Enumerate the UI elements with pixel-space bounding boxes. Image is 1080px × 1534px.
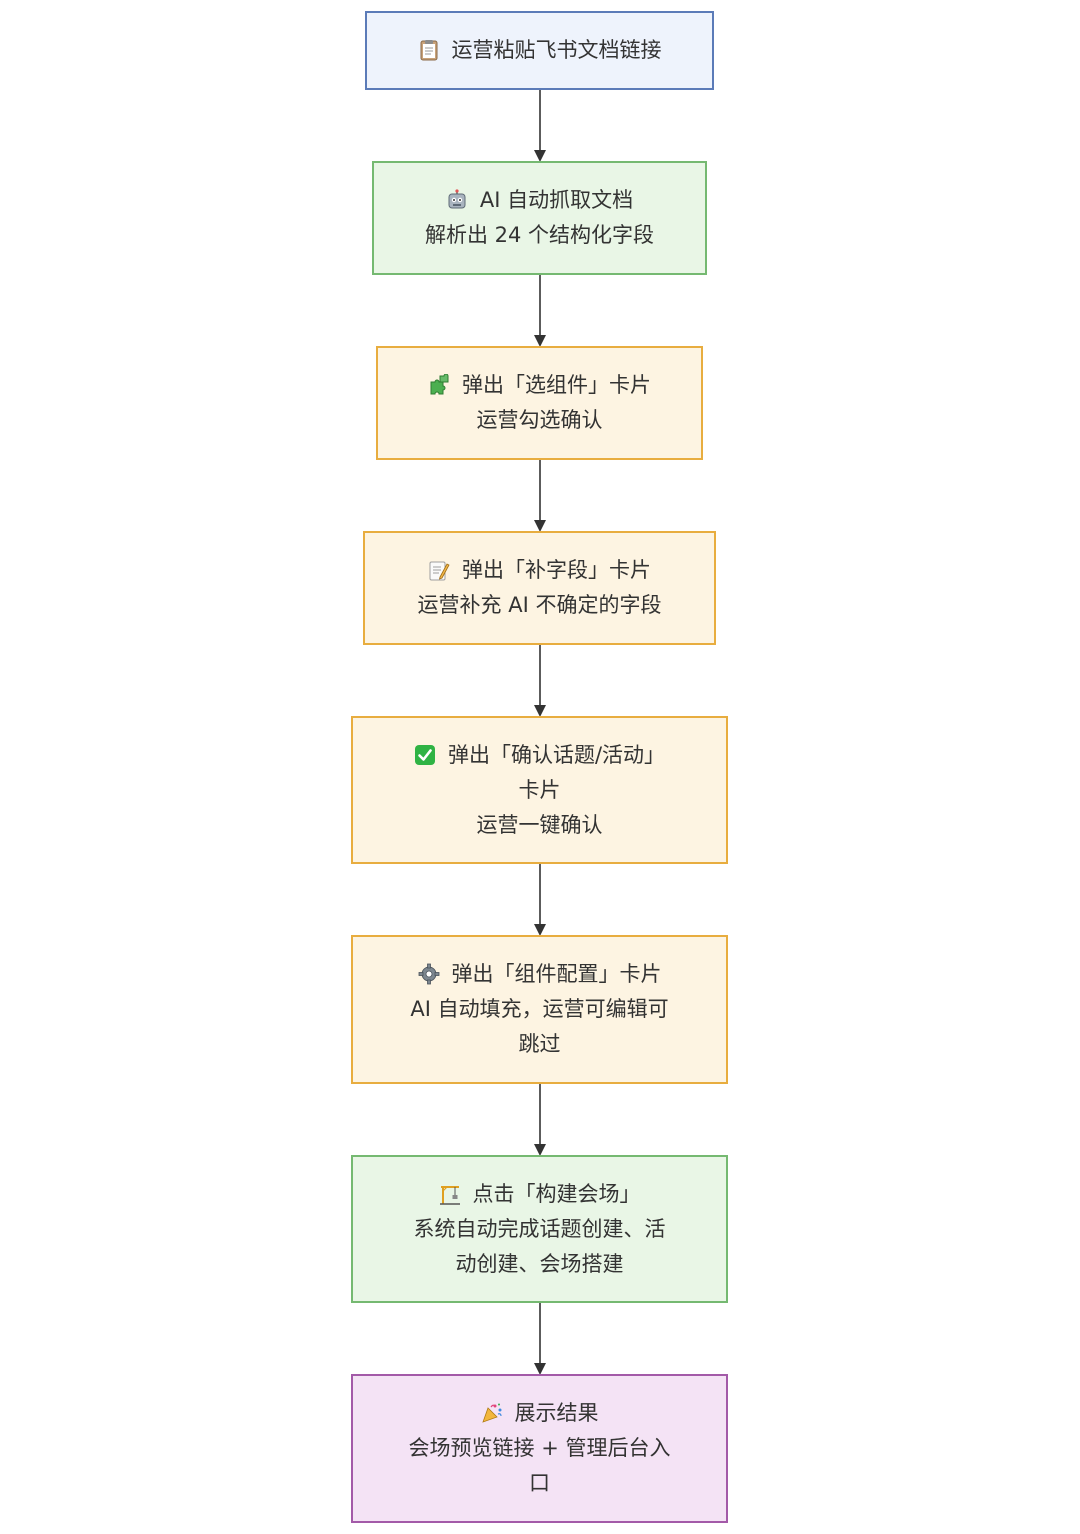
step-8-line-1: 展示结果 bbox=[481, 1396, 599, 1431]
step-3-line-1: 弹出「选组件」卡片 bbox=[428, 368, 651, 403]
gear-icon bbox=[418, 963, 439, 985]
party-icon bbox=[481, 1403, 502, 1423]
step-5-line-2: 卡片 bbox=[518, 777, 561, 802]
step-component-config-card: 弹出「组件配置」卡片 AI 自动填充，运营可编辑可 跳过 bbox=[351, 935, 728, 1084]
step-6-line-1: 弹出「组件配置」卡片 bbox=[418, 957, 662, 992]
clipboard-icon bbox=[420, 40, 437, 61]
step-fill-fields-card: 弹出「补字段」卡片 运营补充 AI 不确定的字段 bbox=[363, 531, 716, 645]
step-ai-parse-doc: AI 自动抓取文档 解析出 24 个结构化字段 bbox=[372, 161, 707, 275]
step-4-line-2: 运营补充 AI 不确定的字段 bbox=[417, 593, 662, 617]
step-7-line-1: 点击「构建会场」 bbox=[439, 1177, 641, 1212]
step-2-line-2: 解析出 24 个结构化字段 bbox=[424, 223, 655, 247]
step-7-line-3: 动创建、会场搭建 bbox=[455, 1251, 624, 1276]
robot-icon bbox=[448, 189, 466, 209]
step-6-line-2: AI 自动填充，运营可编辑可 bbox=[410, 997, 669, 1021]
step-confirm-topic-activity-card: 弹出「确认话题/活动」 卡片 运营一键确认 bbox=[351, 716, 728, 864]
step-paste-doc-link: 运营粘贴飞书文档链接 bbox=[365, 11, 714, 90]
memo-icon bbox=[429, 561, 450, 581]
step-6-line-3: 跳过 bbox=[518, 1032, 561, 1056]
step-8-line-3: 口 bbox=[529, 1471, 550, 1495]
step-5-line-1: 弹出「确认话题/活动」 bbox=[414, 738, 665, 773]
step-8-line-2: 会场预览链接 + 管理后台入 bbox=[408, 1436, 671, 1460]
check-icon bbox=[414, 744, 435, 765]
step-2-line-1: AI 自动抓取文档 bbox=[446, 183, 633, 218]
step-3-line-2: 运营勾选确认 bbox=[476, 408, 603, 432]
puzzle-icon bbox=[430, 374, 449, 395]
step-select-components-card: 弹出「选组件」卡片 运营勾选确认 bbox=[376, 346, 703, 460]
step-show-result: 展示结果 会场预览链接 + 管理后台入 口 bbox=[351, 1374, 728, 1523]
step-1-line-1: 运营粘贴飞书文档链接 bbox=[418, 33, 662, 68]
step-build-venue: 点击「构建会场」 系统自动完成话题创建、活 动创建、会场搭建 bbox=[351, 1155, 728, 1303]
construction-icon bbox=[439, 1185, 460, 1205]
step-7-line-2: 系统自动完成话题创建、活 bbox=[413, 1216, 666, 1241]
step-4-line-1: 弹出「补字段」卡片 bbox=[428, 553, 651, 588]
step-5-line-3: 运营一键确认 bbox=[476, 812, 603, 837]
